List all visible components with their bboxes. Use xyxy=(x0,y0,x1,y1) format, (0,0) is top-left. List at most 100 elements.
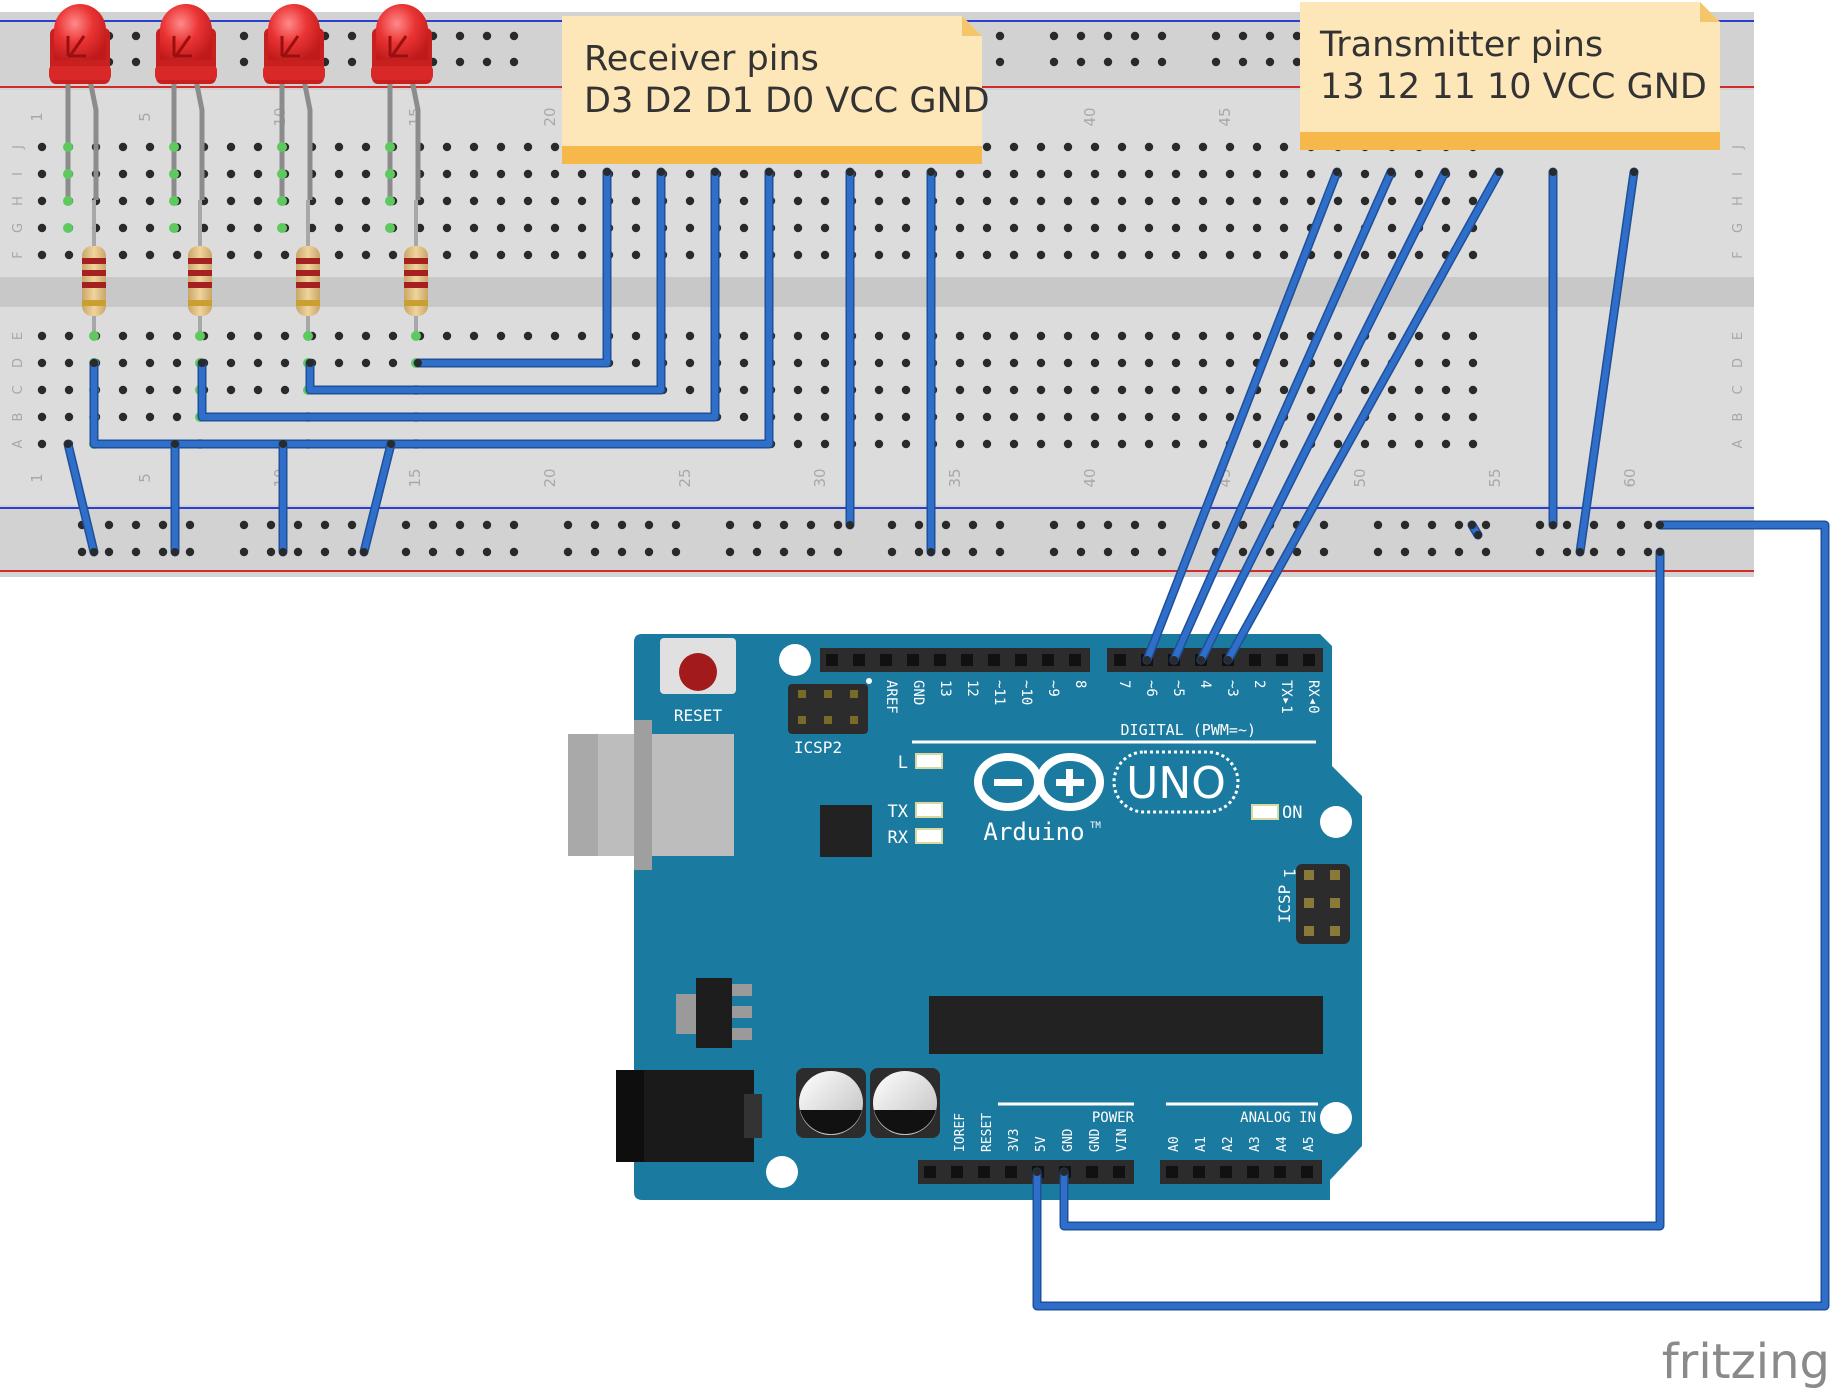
breadboard-hole xyxy=(901,196,911,206)
rail-hole xyxy=(1211,31,1221,41)
wire-end xyxy=(1630,168,1638,176)
connection-dot xyxy=(63,142,73,152)
breadboard-hole xyxy=(334,169,344,179)
wire-transmitter-gnd[interactable] xyxy=(1577,169,1637,555)
breadboard-hole xyxy=(361,169,371,179)
breadboard-hole xyxy=(37,412,47,422)
wire-transmitter-13[interactable] xyxy=(1144,169,1340,663)
connection-dot xyxy=(277,196,287,206)
col-number-bottom: 60 xyxy=(1621,468,1639,487)
col-number-bottom: 40 xyxy=(1081,468,1099,487)
breadboard-hole xyxy=(874,358,884,368)
breadboard-hole xyxy=(1198,169,1208,179)
breadboard-hole xyxy=(1387,196,1397,206)
note-transmitter[interactable]: Transmitter pins 13 12 11 10 VCC GND xyxy=(1300,2,1720,150)
breadboard-hole xyxy=(226,223,236,233)
breadboard-hole xyxy=(1171,142,1181,152)
header-pin-label: TX▸1 xyxy=(1278,680,1294,714)
wire-receiver-d3[interactable] xyxy=(415,169,610,366)
wire-gnd[interactable] xyxy=(1061,549,1663,1229)
wire-transmitter-11[interactable] xyxy=(1198,169,1448,663)
breadboard-hole xyxy=(1063,250,1073,260)
breadboard-hole xyxy=(1144,385,1154,395)
rail-hole xyxy=(239,31,249,41)
breadboard-hole xyxy=(820,439,830,449)
rail-hole xyxy=(131,57,141,67)
header-digital-right xyxy=(1107,648,1323,672)
row-letter-left: H xyxy=(11,196,26,206)
col-number-bottom: 50 xyxy=(1351,468,1369,487)
breadboard-hole xyxy=(1198,223,1208,233)
breadboard-hole xyxy=(1144,412,1154,422)
breadboard-hole xyxy=(226,358,236,368)
wire-transmitter-10[interactable] xyxy=(1225,169,1502,663)
led-on-label: ON xyxy=(1282,803,1302,823)
power-pin-label: GND xyxy=(1088,1128,1103,1152)
breadboard-hole xyxy=(901,331,911,341)
header-pin-label: 8 xyxy=(1072,680,1088,688)
wire-receiver-d2[interactable] xyxy=(307,169,664,393)
breadboard-hole xyxy=(334,331,344,341)
rail-hole xyxy=(185,547,195,557)
breadboard-hole xyxy=(145,358,155,368)
wire-end xyxy=(64,440,72,448)
wire-end xyxy=(171,548,179,556)
breadboard-hole xyxy=(1441,196,1451,206)
capacitor xyxy=(870,1068,940,1138)
breadboard-hole xyxy=(469,250,479,260)
rail-hole xyxy=(644,520,654,530)
wire-led-ground[interactable] xyxy=(65,441,97,555)
breadboard-hole xyxy=(1414,439,1424,449)
breadboard-hole xyxy=(1441,412,1451,422)
breadboard-hole xyxy=(496,196,506,206)
breadboard-hole xyxy=(253,142,263,152)
note-receiver[interactable]: Receiver pins D3 D2 D1 D0 VCC GND xyxy=(562,16,990,164)
rail-hole xyxy=(1265,547,1275,557)
breadboard-hole xyxy=(1360,358,1370,368)
breadboard-hole xyxy=(1063,169,1073,179)
breadboard-hole xyxy=(469,223,479,233)
usb-tab xyxy=(634,720,652,870)
reset-label: RESET xyxy=(674,706,723,725)
wire-5v[interactable] xyxy=(1034,522,1828,1309)
breadboard-hole xyxy=(496,331,506,341)
breadboard-hole xyxy=(1117,196,1127,206)
wire-receiver-d0[interactable] xyxy=(91,169,772,447)
breadboard-hole xyxy=(1117,223,1127,233)
header-pin-label: ~11 xyxy=(991,680,1007,705)
header-analog xyxy=(1160,1160,1322,1184)
wire-transmitter-12[interactable] xyxy=(1171,169,1394,663)
wire-end xyxy=(711,168,719,176)
wire-receiver-d1[interactable] xyxy=(199,169,718,420)
breadboard-hole xyxy=(442,223,452,233)
breadboard-hole xyxy=(1090,250,1100,260)
breadboard-hole xyxy=(982,439,992,449)
wire-end xyxy=(1549,521,1557,529)
rail-hole xyxy=(1319,547,1329,557)
breadboard-hole xyxy=(37,142,47,152)
resistor-band xyxy=(188,258,212,264)
breadboard-hole xyxy=(1198,196,1208,206)
breadboard-hole xyxy=(820,169,830,179)
breadboard-hole xyxy=(361,196,371,206)
rail-hole xyxy=(131,520,141,530)
resistor-band xyxy=(296,270,320,276)
rail-hole xyxy=(1076,57,1086,67)
rail-hole xyxy=(347,547,357,557)
connection-dot xyxy=(63,169,73,179)
wire-end xyxy=(846,521,854,529)
wire-led-ground[interactable] xyxy=(361,441,394,555)
resistor-band xyxy=(296,300,320,306)
breadboard-hole xyxy=(388,358,398,368)
breadboard-hole xyxy=(901,223,911,233)
reset-button[interactable] xyxy=(679,653,717,691)
rail-hole xyxy=(320,520,330,530)
led-l-label: L xyxy=(898,753,908,773)
breadboard-hole xyxy=(1387,385,1397,395)
header-pin xyxy=(1247,1166,1259,1178)
col-number-bottom: 25 xyxy=(676,468,694,487)
rail-hole xyxy=(725,520,735,530)
wire-end xyxy=(1060,1168,1068,1176)
col-number-bottom: 15 xyxy=(406,468,424,487)
rail-hole xyxy=(1049,57,1059,67)
